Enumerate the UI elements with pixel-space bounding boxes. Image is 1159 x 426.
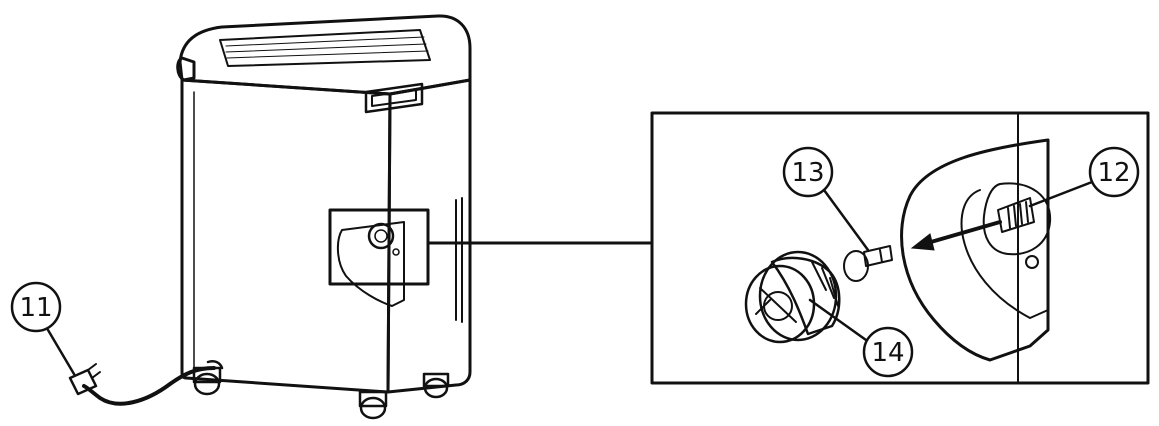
drain-outlet (336, 221, 405, 307)
callout-12-label: 12 (1097, 158, 1130, 188)
callout-11-label: 11 (19, 293, 52, 323)
callout-14-label: 14 (871, 338, 904, 368)
callout-11: 11 (10, 281, 76, 376)
zoom-area-box (328, 208, 430, 286)
callout-13-label: 13 (791, 158, 824, 188)
dehumidifier-unit (176, 14, 472, 420)
threaded-spout (997, 197, 1035, 233)
removal-arrow (910, 220, 1002, 251)
callout-14: 14 (808, 298, 914, 378)
drain-plug (843, 245, 893, 282)
power-cord (68, 360, 224, 406)
unit-side-detail (900, 138, 1052, 362)
drain-cap (744, 250, 841, 344)
callout-12: 12 (1028, 146, 1140, 208)
casters (192, 366, 450, 420)
side-handle (364, 82, 424, 114)
callout-13: 13 (782, 146, 870, 252)
top-grille (219, 29, 431, 67)
detail-panel: 12 13 14 (650, 111, 1150, 385)
power-plug (68, 363, 101, 396)
